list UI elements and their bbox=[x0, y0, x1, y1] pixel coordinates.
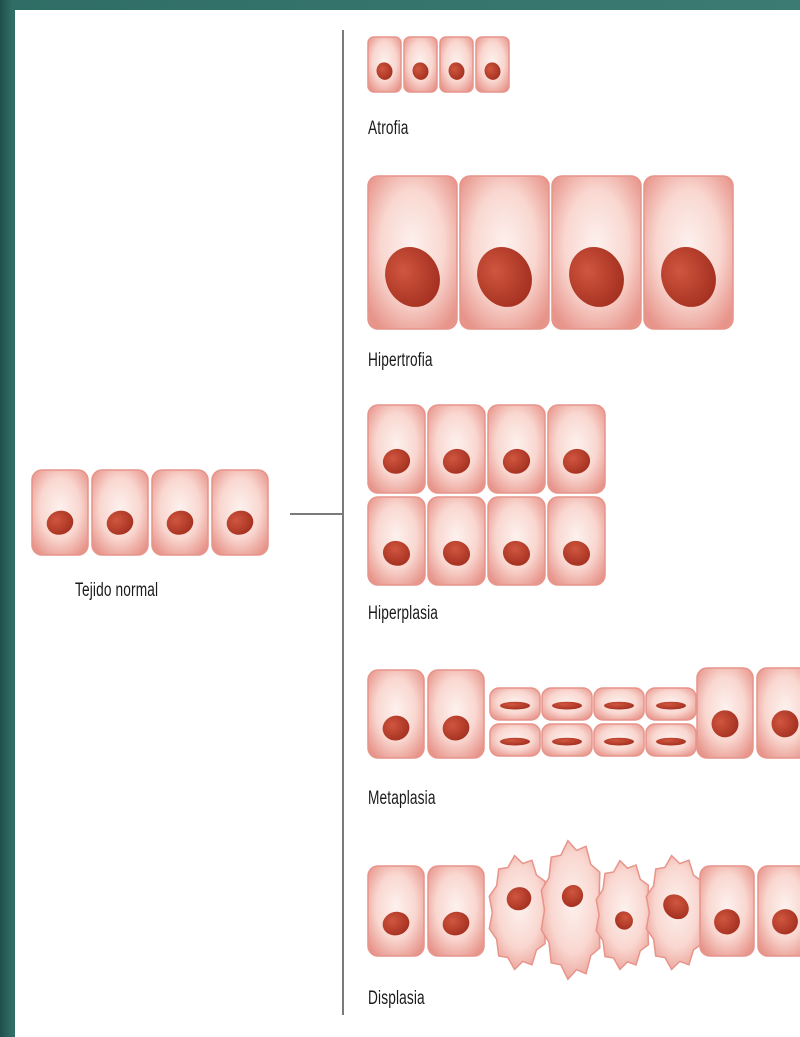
metaplasia-columnar-cell bbox=[428, 670, 484, 758]
normal-cell bbox=[92, 470, 148, 555]
hyperplasia-cell bbox=[548, 497, 605, 585]
nucleus bbox=[500, 702, 530, 710]
hyperplasia-cell bbox=[368, 497, 425, 585]
label-atrofia: Atrofia bbox=[368, 118, 409, 140]
dysplasia-cell bbox=[489, 856, 550, 970]
metaplasia-squamous-cell bbox=[594, 688, 644, 720]
dysplasia-cell bbox=[541, 841, 605, 980]
label-metaplasia: Metaplasia bbox=[368, 788, 436, 810]
atrophy-cell bbox=[476, 37, 509, 92]
hyperplasia-cell bbox=[548, 405, 605, 493]
nucleus bbox=[604, 738, 634, 746]
atrophy-cell bbox=[440, 37, 473, 92]
dysplasia-cell bbox=[428, 866, 484, 956]
dysplasia-cell bbox=[368, 866, 424, 956]
label-tejido-normal: Tejido normal bbox=[75, 580, 158, 602]
hypertrophy-cell bbox=[368, 176, 457, 329]
hyperplasia-cell bbox=[488, 405, 545, 493]
metaplasia-squamous-cell bbox=[490, 688, 540, 720]
metaplasia-squamous-cell bbox=[542, 724, 592, 756]
metaplasia-squamous-cell bbox=[594, 724, 644, 756]
hyperplasia-cell bbox=[488, 497, 545, 585]
nucleus bbox=[552, 702, 582, 710]
normal-cell bbox=[212, 470, 268, 555]
metaplasia-squamous-cell bbox=[490, 724, 540, 756]
dysplasia-cell bbox=[758, 866, 800, 956]
metaplasia-squamous-cell bbox=[646, 724, 696, 756]
normal-cell bbox=[152, 470, 208, 555]
normal-cell bbox=[32, 470, 88, 555]
nucleus bbox=[656, 738, 686, 746]
atrophy-cell bbox=[368, 37, 401, 92]
hyperplasia-cell bbox=[428, 497, 485, 585]
label-displasia: Displasia bbox=[368, 988, 425, 1010]
atrophy-cell bbox=[404, 37, 437, 92]
label-hiperplasia: Hiperplasia bbox=[368, 603, 438, 625]
hyperplasia-cell bbox=[368, 405, 425, 493]
dysplasia-cell bbox=[700, 866, 754, 956]
label-hipertrofia: Hipertrofia bbox=[368, 350, 433, 372]
nucleus bbox=[656, 702, 686, 710]
hyperplasia-cell bbox=[428, 405, 485, 493]
metaplasia-columnar-cell bbox=[757, 668, 800, 758]
dysplasia-cell bbox=[596, 861, 653, 970]
metaplasia-columnar-cell bbox=[697, 668, 753, 758]
metaplasia-columnar-cell bbox=[368, 670, 424, 758]
metaplasia-squamous-cell bbox=[542, 688, 592, 720]
nucleus bbox=[500, 738, 530, 746]
dysplasia-cell bbox=[646, 856, 707, 970]
metaplasia-squamous-cell bbox=[646, 688, 696, 720]
nucleus bbox=[552, 738, 582, 746]
hypertrophy-cell bbox=[644, 176, 733, 329]
nucleus bbox=[604, 702, 634, 710]
hypertrophy-cell bbox=[552, 176, 641, 329]
hypertrophy-cell bbox=[460, 176, 549, 329]
